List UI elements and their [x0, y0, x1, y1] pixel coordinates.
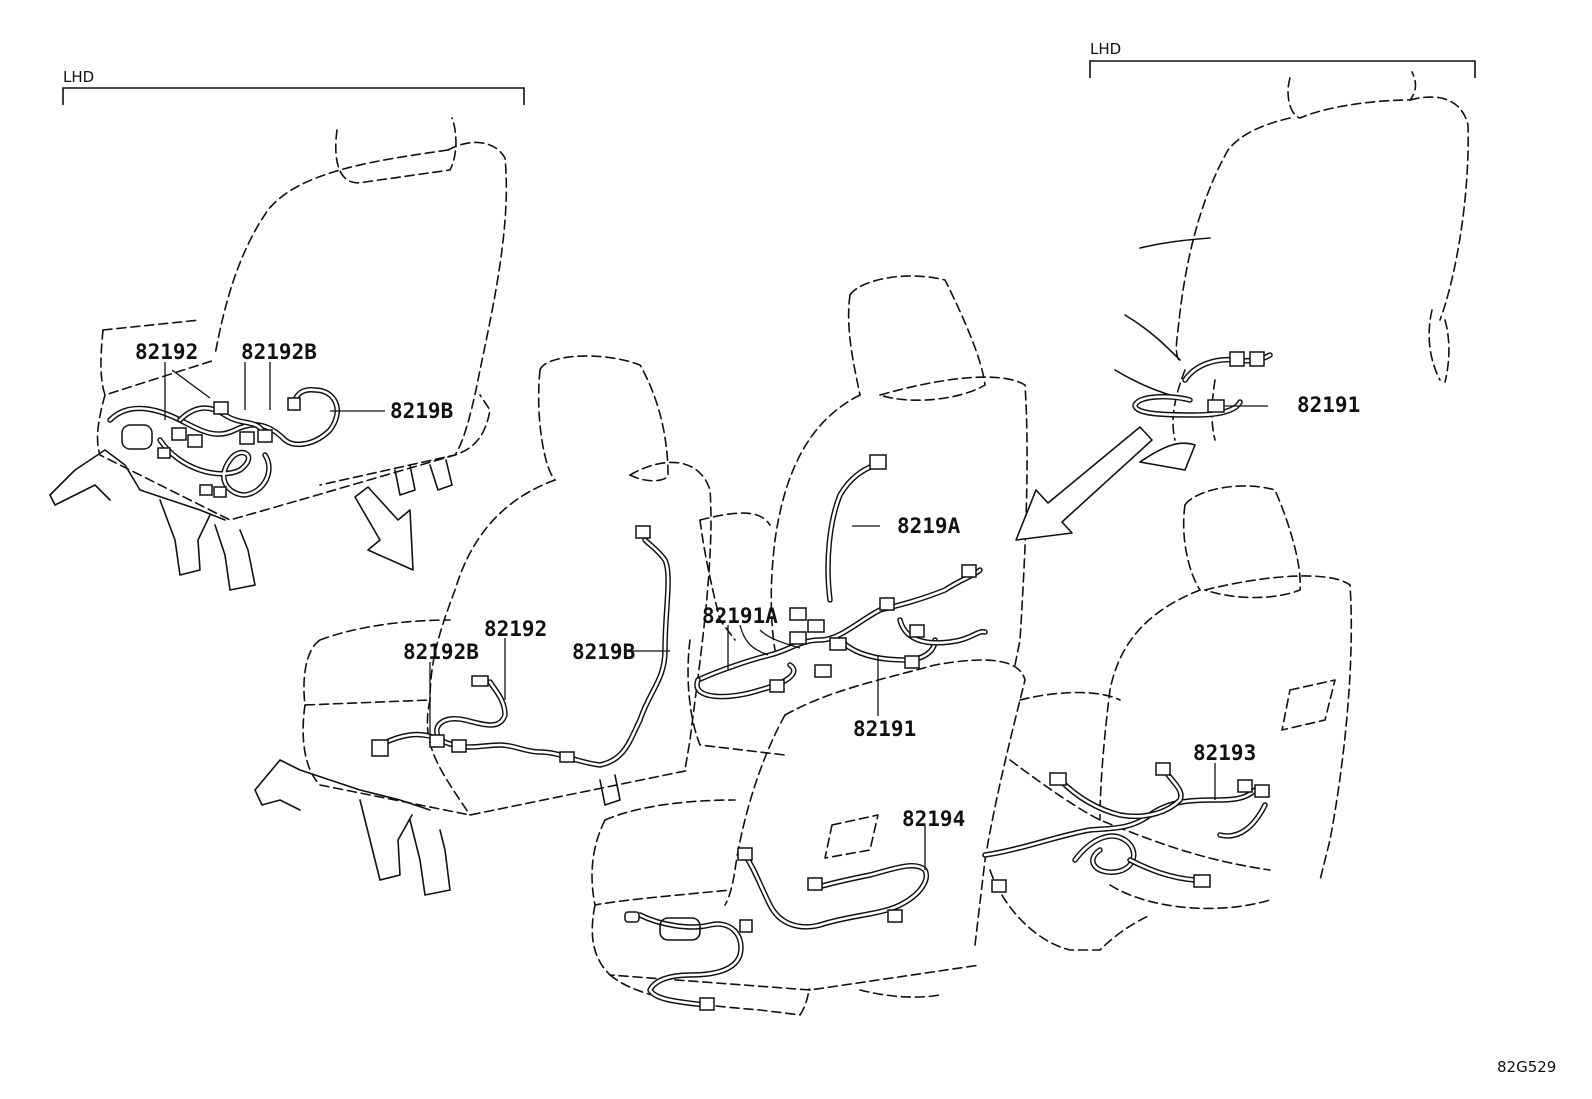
part-label-82192-top: 82192	[135, 340, 198, 364]
seat-center	[687, 275, 1028, 756]
part-label-82191A: 82191A	[702, 604, 778, 628]
part-label-82192B-middle: 82192B	[403, 640, 479, 664]
part-label-82191-center: 82191	[853, 717, 916, 741]
part-label-82192B-top: 82192B	[241, 340, 317, 364]
part-labels: 82192 82192B 8219B 82192 82192B 8219B 82…	[135, 340, 1360, 831]
arrow-down-left-panel	[354, 486, 414, 571]
part-label-82191-right: 82191	[1297, 393, 1360, 417]
part-label-8219B-top: 8219B	[390, 399, 453, 423]
part-label-82194: 82194	[902, 807, 965, 831]
seat-top-left	[49, 117, 508, 591]
part-label-8219B-middle: 8219B	[572, 640, 635, 664]
arrow-down-right-panel	[1015, 426, 1153, 541]
leader-lines	[164, 362, 1268, 870]
lhd-label-right: LHD	[1090, 40, 1121, 58]
diagram-code: 82G529	[1497, 1058, 1556, 1076]
lhd-label-left: LHD	[63, 68, 94, 86]
seat-bottom-center	[591, 659, 1026, 1016]
part-label-8219A: 8219A	[897, 514, 961, 538]
part-label-82193: 82193	[1193, 741, 1256, 765]
seat-top-right	[1114, 71, 1469, 471]
lhd-bracket-right: LHD	[1089, 40, 1476, 78]
part-label-82192-middle: 82192	[484, 617, 547, 641]
lhd-bracket-left: LHD	[62, 68, 525, 105]
seat-middle-left	[254, 355, 712, 896]
seat-right-lower	[982, 485, 1353, 951]
